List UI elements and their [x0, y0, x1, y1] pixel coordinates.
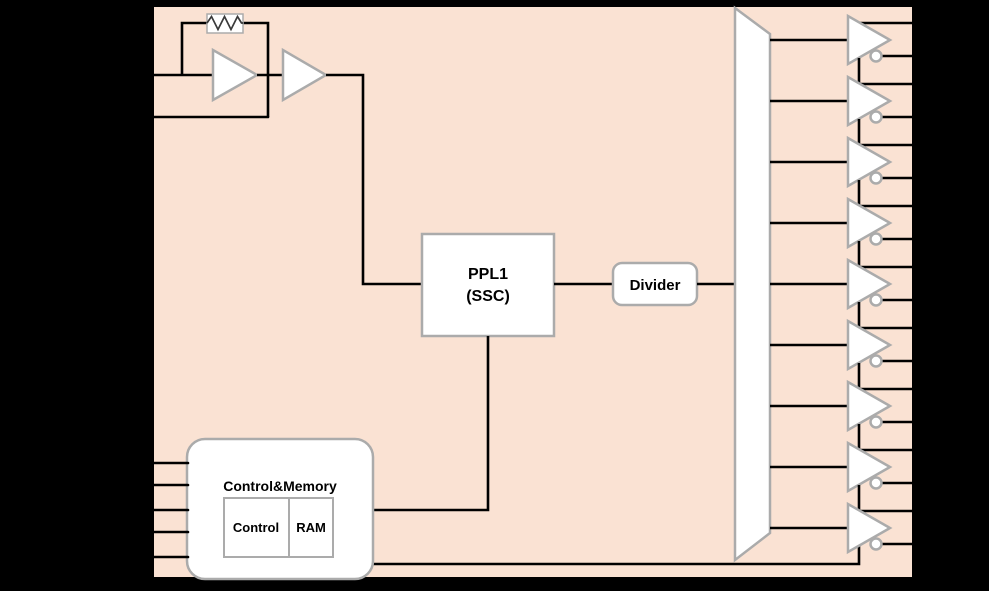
buffer-triangle-icon: [846, 257, 893, 311]
inverter-bubble-icon: [869, 415, 883, 429]
feedback-wire-left: [180, 21, 207, 75]
osc-amplifier-2-icon: [281, 47, 329, 103]
inverter-bubble-icon: [869, 49, 883, 63]
buffer-triangle-icon: [846, 13, 893, 67]
buffer-triangle-icon: [846, 501, 893, 555]
output-buffer-9: [770, 485, 921, 555]
osc-to-pll-wire: [326, 73, 422, 286]
output-buffer-7: [770, 363, 921, 433]
buffer-triangle-icon: [846, 440, 893, 494]
inverter-bubble-icon: [869, 293, 883, 307]
inverter-bubble-icon: [869, 232, 883, 246]
control-input-pins-group: [145, 461, 190, 559]
output-buffer-1: [770, 13, 921, 67]
control-to-buffer9-wire: [373, 546, 861, 566]
buffer-triangle-icon: [846, 318, 893, 372]
ram-sub-box: [288, 497, 334, 558]
crystal-oscillator-section: [145, 13, 422, 286]
divider-block: Divider: [611, 261, 699, 307]
fanout-mux-icon: [733, 5, 772, 563]
inverter-bubble-icon: [869, 171, 883, 185]
pll-label-line2: (SSC): [466, 288, 510, 305]
pll-to-control-wire: [373, 336, 490, 512]
buffer-triangle-icon: [846, 74, 893, 128]
pll-box: [420, 232, 556, 338]
inverter-bubble-icon: [869, 110, 883, 124]
pll-block: PPL1 (SSC): [420, 232, 556, 338]
inverter-bubble-icon: [869, 354, 883, 368]
output-buffer-6: [770, 302, 921, 372]
output-buffer-3: [770, 119, 921, 189]
output-buffers-group: [770, 13, 921, 555]
output-buffer-5: [770, 241, 921, 311]
buffer-triangle-icon: [846, 196, 893, 250]
control-memory-title: Control&Memory: [223, 478, 337, 494]
divider-label: Divider: [630, 277, 681, 294]
output-buffer-8: [770, 424, 921, 494]
feedback-wire-right: [243, 21, 270, 117]
control-memory-block: Control&Memory Control RAM: [185, 437, 375, 581]
buffer-triangle-icon: [846, 135, 893, 189]
output-buffer-4: [770, 180, 921, 250]
osc-amplifier-1-icon: [211, 47, 260, 103]
output-buffer-2: [770, 58, 921, 128]
control-sub-label: Control: [233, 520, 279, 535]
pll-label-line1: PPL1: [468, 266, 508, 283]
inverter-bubble-icon: [869, 537, 883, 551]
resistor-zigzag-icon: [206, 14, 243, 32]
control-sub-box: [223, 497, 290, 558]
inverter-bubble-icon: [869, 476, 883, 490]
buffer-triangle-icon: [846, 379, 893, 433]
ram-sub-label: RAM: [296, 520, 326, 535]
